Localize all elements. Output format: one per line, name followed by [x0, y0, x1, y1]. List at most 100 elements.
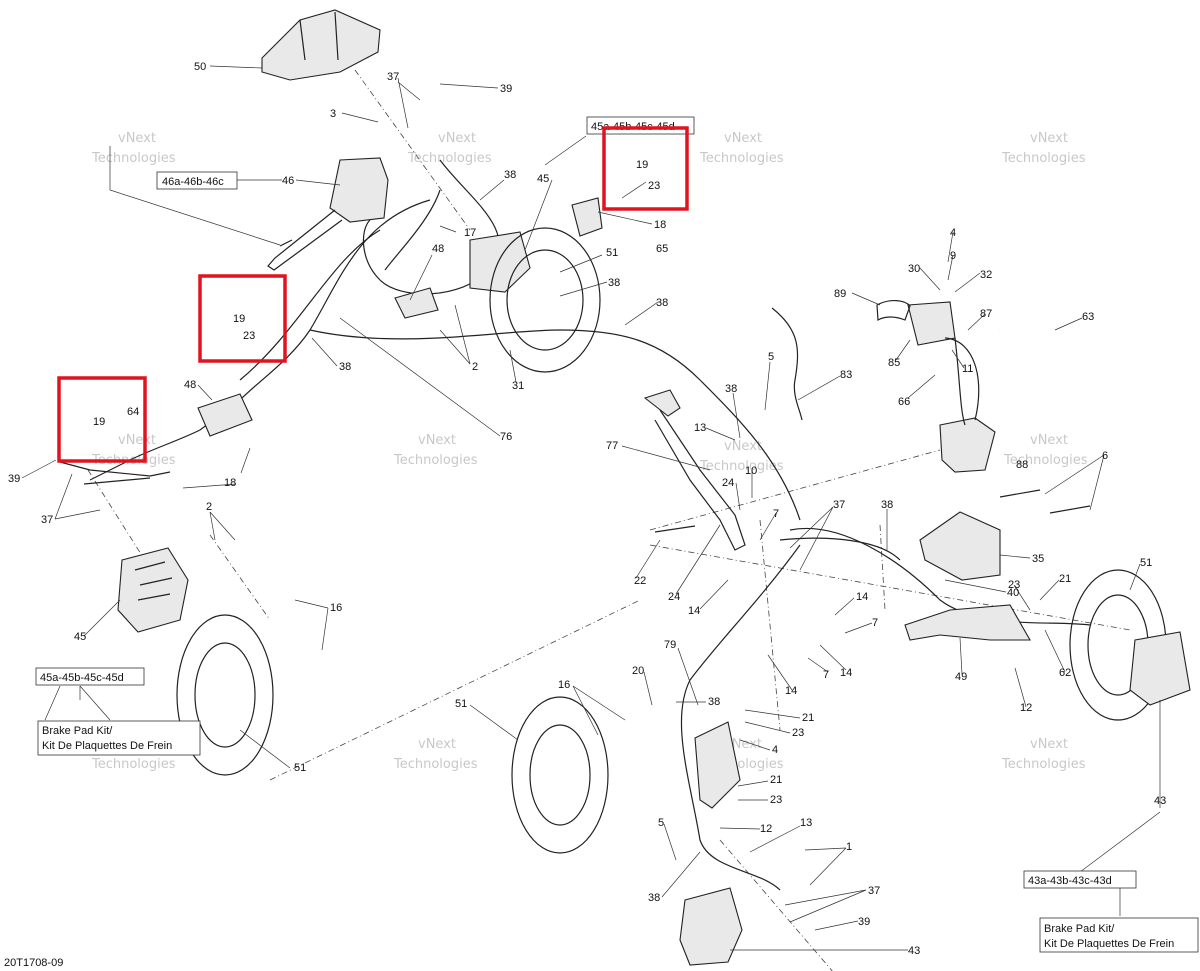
callout-label: 43 [908, 945, 920, 957]
callout-label: 21 [770, 774, 782, 786]
callout-label: 37 [833, 499, 845, 511]
callout-label: 16 [330, 602, 342, 614]
watermark-text: Technologies [393, 757, 478, 772]
callout-label: 38 [504, 169, 516, 181]
callout-label: 40 [1007, 587, 1019, 599]
watermark-text: Technologies [1003, 453, 1088, 468]
callout-label: 3 [330, 108, 336, 120]
watermark-text: vNext [1030, 737, 1068, 752]
watermark-text: Technologies [1001, 151, 1086, 166]
callout-label: 12 [1020, 702, 1032, 714]
callout-label: 87 [980, 308, 992, 320]
watermark-text: vNext [418, 737, 456, 752]
watermark-text: vNext [724, 131, 762, 146]
watermark-text: Technologies [407, 151, 492, 166]
callout-label: 48 [432, 243, 444, 255]
highlight-box [198, 274, 287, 363]
reservoir-cap-89 [876, 300, 911, 321]
caliper-part [117, 547, 189, 633]
kit-label-45-left: 45a-45b-45c-45d [40, 672, 124, 684]
brake-disc [176, 614, 274, 776]
callout-label: 51 [1140, 557, 1152, 569]
callout-label: 4 [950, 227, 956, 239]
bracket-part [694, 721, 741, 809]
callout-label: 37 [41, 514, 53, 526]
kit-label-box [35, 667, 145, 686]
callout-label: 9 [950, 250, 956, 262]
bolt-part [999, 489, 1041, 498]
callout-label: 38 [608, 277, 620, 289]
callout-label: 2 [206, 501, 212, 513]
callouts: 50 37 39 3 46 17 38 45 19 23 18 65 48 51… [8, 61, 1166, 957]
leader-lines [21, 65, 1161, 951]
brake-line-76 [309, 329, 801, 521]
callout-label: 23 [243, 330, 255, 342]
brake-disc [489, 227, 601, 373]
bracket-part [261, 9, 381, 81]
callout-label: 38 [339, 361, 351, 373]
callout-label: 14 [840, 667, 852, 679]
callout-label: 23 [792, 727, 804, 739]
callout-label: 14 [856, 591, 868, 603]
callout-label: 12 [760, 823, 772, 835]
callout-label: 4 [772, 744, 778, 756]
callout-label: 19 [636, 159, 648, 171]
callout-label: 65 [656, 243, 668, 255]
watermark-group: vNext Technologies vNext Technologies vN… [91, 131, 1088, 772]
kit-label-43: 43a-43b-43c-43d [1028, 875, 1112, 887]
brake-line-front [362, 159, 500, 295]
callout-label: 37 [387, 71, 399, 83]
callout-label: 38 [708, 696, 720, 708]
callout-label: 18 [224, 477, 236, 489]
brake-pad-kit-label: Kit De Plaquettes De Frein [42, 740, 172, 752]
brake-lever-part [267, 209, 343, 271]
watermark-text: Technologies [91, 151, 176, 166]
bolt-part [1049, 505, 1091, 514]
rear-master-cylinder-part [939, 417, 996, 473]
callout-label: 30 [908, 263, 920, 275]
brake-pad-kit-label: Brake Pad Kit/ [42, 725, 113, 737]
kit-label-box [156, 171, 238, 190]
master-cylinder-part [329, 157, 389, 223]
callout-label: 51 [455, 698, 467, 710]
watermark-text: vNext [438, 131, 476, 146]
callout-label: 38 [656, 297, 668, 309]
callout-label: 66 [898, 396, 910, 408]
callout-label: 38 [648, 892, 660, 904]
brake-disc [511, 696, 609, 854]
callout-label: 1 [846, 841, 852, 853]
diagram-code: 20T1708-09 [4, 957, 63, 969]
callout-label: 7 [773, 508, 779, 520]
parts-art [59, 9, 1191, 966]
watermark-text: vNext [418, 433, 456, 448]
callout-label: 50 [194, 61, 206, 73]
callout-label: 5 [658, 817, 664, 829]
kit-label-46: 46a-46b-46c [162, 176, 224, 188]
kit-label-box [1023, 870, 1137, 889]
callout-label: 18 [654, 219, 666, 231]
callout-label: 21 [802, 712, 814, 724]
mounting-plate-part [904, 604, 1031, 641]
callout-label: 13 [694, 422, 706, 434]
callout-label: 23 [648, 180, 660, 192]
callout-label: 7 [872, 617, 878, 629]
brake-line-rear [789, 528, 1091, 626]
brake-pad-kit-label: Kit De Plaquettes De Frein [1044, 938, 1174, 950]
callout-label: 46 [282, 175, 294, 187]
callout-label: 39 [500, 83, 512, 95]
brake-pedal-part [643, 389, 681, 417]
callout-label: 6 [1102, 450, 1108, 462]
caliper-part [1129, 631, 1191, 706]
callout-label: 89 [834, 288, 846, 300]
callout-label: 76 [500, 431, 512, 443]
callout-label: 39 [858, 916, 870, 928]
callout-label: 64 [127, 406, 139, 418]
kit-labels: 46a-46b-46c 45a-45b-45c-45d 45a-45b-45c-… [35, 116, 1199, 953]
brake-pedal-arm [654, 409, 746, 551]
bracket-part [919, 511, 1001, 581]
callout-label: 23 [770, 794, 782, 806]
callout-label: 37 [868, 885, 880, 897]
callout-label: 45 [74, 631, 86, 643]
callout-label: 2 [472, 361, 478, 373]
